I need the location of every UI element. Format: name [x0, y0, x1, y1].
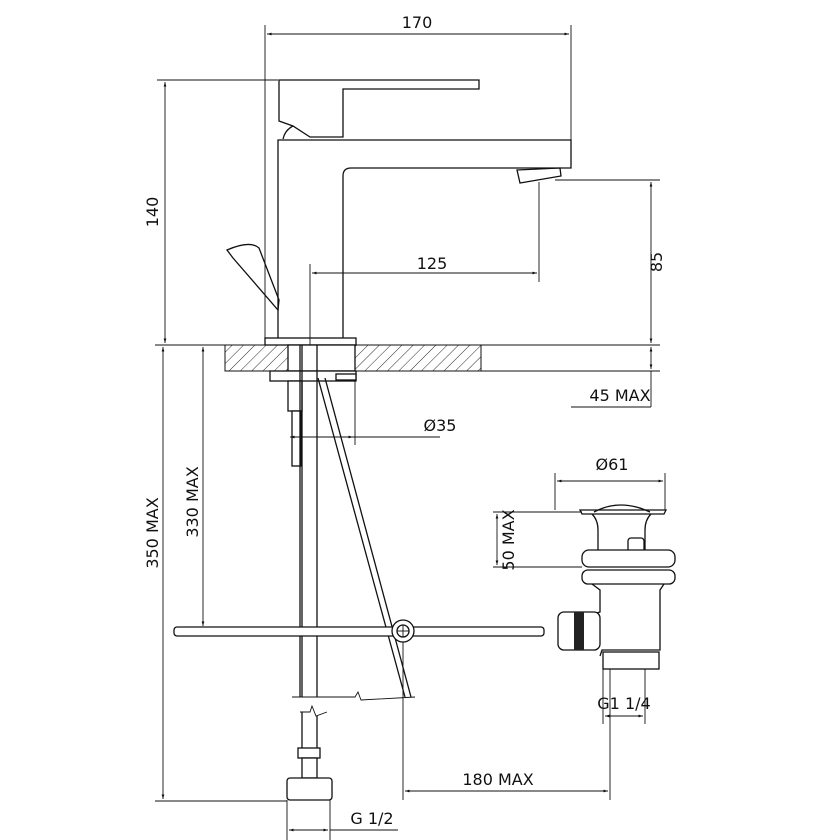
dim-61-label: Ø61: [596, 455, 629, 474]
supply-hoses: [286, 345, 416, 840]
dim-g12-label: G 1/2: [350, 809, 393, 828]
dim-50-max-label: 50 MAX: [499, 509, 518, 570]
dim-35-label: Ø35: [424, 416, 457, 435]
dim-g114-label: G1 1/4: [597, 694, 650, 713]
faucet-body: [225, 79, 572, 346]
pop-up-waste: [557, 504, 676, 800]
dim-350-max-label: 350 MAX: [143, 497, 162, 568]
dimension-lines: [155, 25, 666, 832]
dim-45-max-label: 45 MAX: [589, 386, 650, 405]
dim-170-label: 170: [402, 13, 433, 32]
dim-140-label: 140: [143, 197, 162, 228]
dim-85-label: 85: [647, 252, 666, 272]
deck-section: [155, 344, 660, 467]
dim-180-max-label: 180 MAX: [462, 770, 533, 789]
pop-up-rod: [173, 619, 545, 643]
dim-330-max-label: 330 MAX: [183, 466, 202, 537]
dim-125-label: 125: [417, 254, 448, 273]
